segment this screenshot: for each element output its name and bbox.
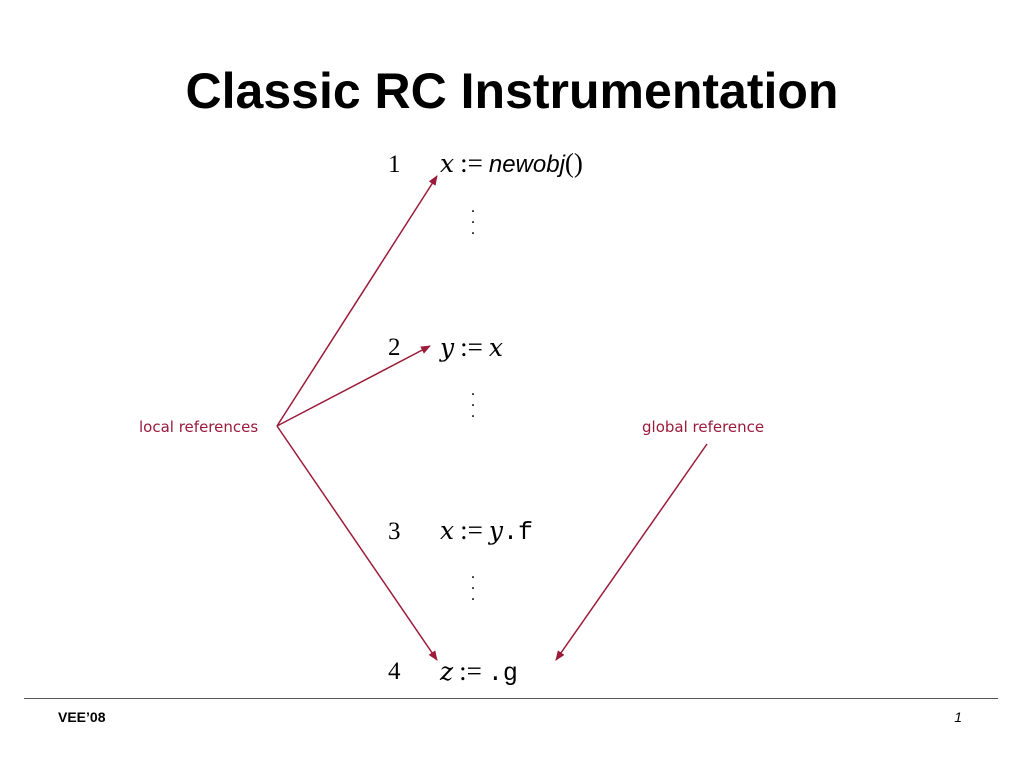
vertical-ellipsis-3: ...: [471, 565, 475, 604]
statement-1: x:=newobj(): [440, 148, 583, 179]
statement-4-op: :=: [459, 656, 482, 686]
statement-3-number: 3: [388, 518, 401, 545]
statement-2-lhs: y: [440, 333, 455, 362]
statement-3-op: :=: [460, 515, 483, 545]
statement-1-lhs: x: [440, 149, 455, 178]
statement-4-number: 4: [388, 658, 401, 685]
footer-divider: [24, 698, 998, 699]
statement-2-number: 2: [388, 334, 401, 361]
statement-1-op: :=: [460, 148, 483, 178]
page-number: 1: [954, 709, 962, 725]
statement-4: z:=.g: [440, 656, 518, 688]
statement-3-rhs-var: y: [488, 516, 503, 545]
arrow-local-to-statement-2: [276, 345, 431, 427]
arrow-global-to-statement-4: [555, 443, 708, 661]
statement-1-rhs-paren: (): [564, 148, 583, 178]
vertical-ellipsis-1: ...: [471, 199, 475, 238]
vertical-ellipsis-2: ...: [471, 382, 475, 421]
slide-title: Classic RC Instrumentation: [185, 63, 839, 119]
statement-4-lhs: z: [440, 657, 454, 686]
statement-1-number: 1: [388, 151, 401, 178]
global-reference-label: global reference: [642, 418, 765, 436]
statement-4-rhs-field: .g: [487, 659, 518, 688]
statement-2-op: :=: [460, 332, 483, 362]
statement-3: x:=y.f: [440, 515, 533, 547]
statement-1-rhs-fn: newobj: [488, 151, 565, 178]
statement-3-rhs-field: .f: [502, 518, 533, 547]
statement-2: y:=x: [440, 332, 503, 363]
footer-conference: VEE’08: [58, 709, 106, 725]
local-references-label: local references: [139, 418, 259, 436]
arrow-local-to-statement-1: [276, 175, 438, 427]
statement-2-rhs: x: [488, 333, 503, 362]
statement-3-lhs: x: [440, 516, 455, 545]
arrow-local-to-statement-4: [276, 425, 438, 661]
